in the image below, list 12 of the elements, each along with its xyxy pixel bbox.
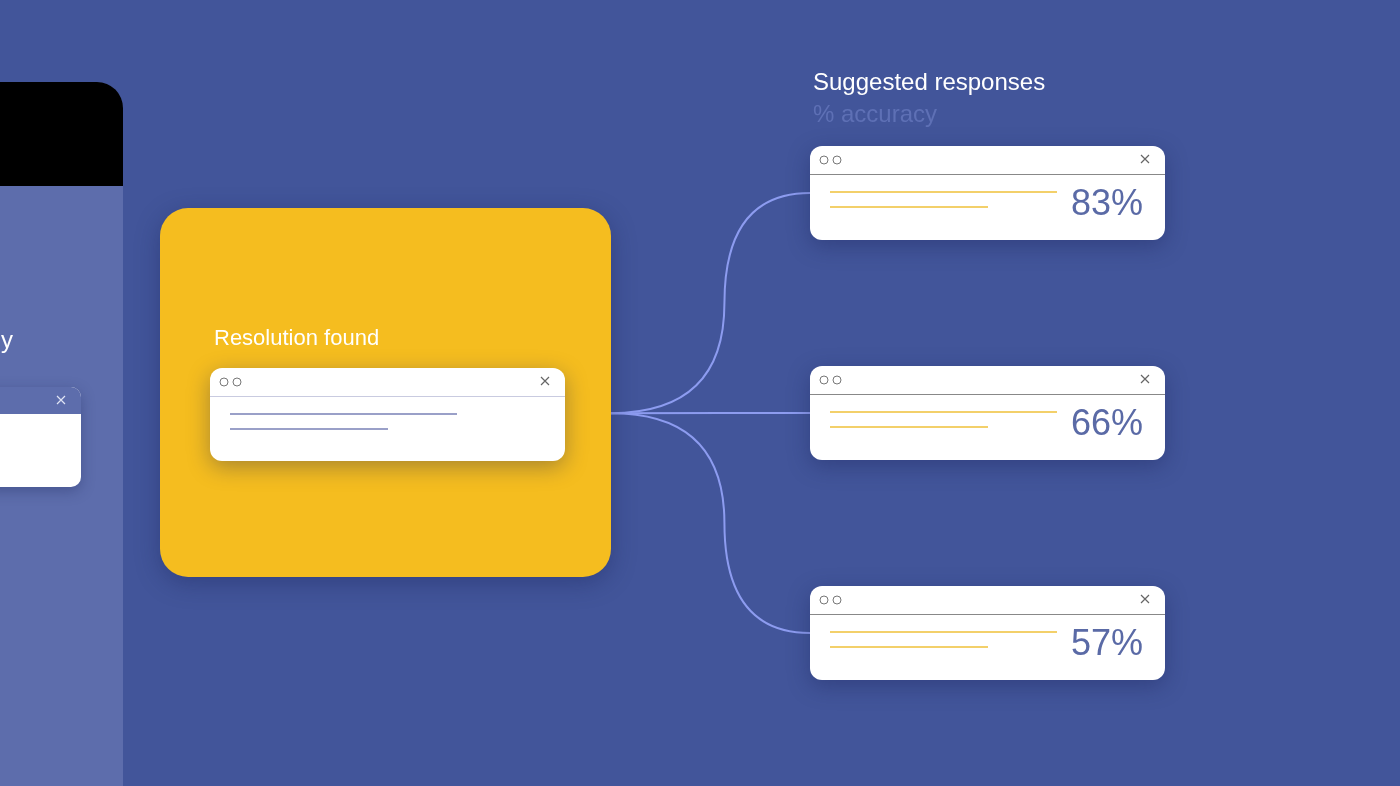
accuracy-value: 66% [1070,402,1143,444]
response-card [810,146,1165,240]
response-card [810,366,1165,460]
box-heading: Resolution found [214,325,380,351]
window-box [210,368,565,461]
cut-off-text: y [1,326,13,354]
response-card [810,586,1165,680]
connector-line [610,412,811,634]
accuracy-value: 83% [1070,182,1143,224]
section-heading: Suggested responses [813,68,1046,96]
accuracy-value: 57% [1070,622,1143,664]
process-box [160,208,611,577]
